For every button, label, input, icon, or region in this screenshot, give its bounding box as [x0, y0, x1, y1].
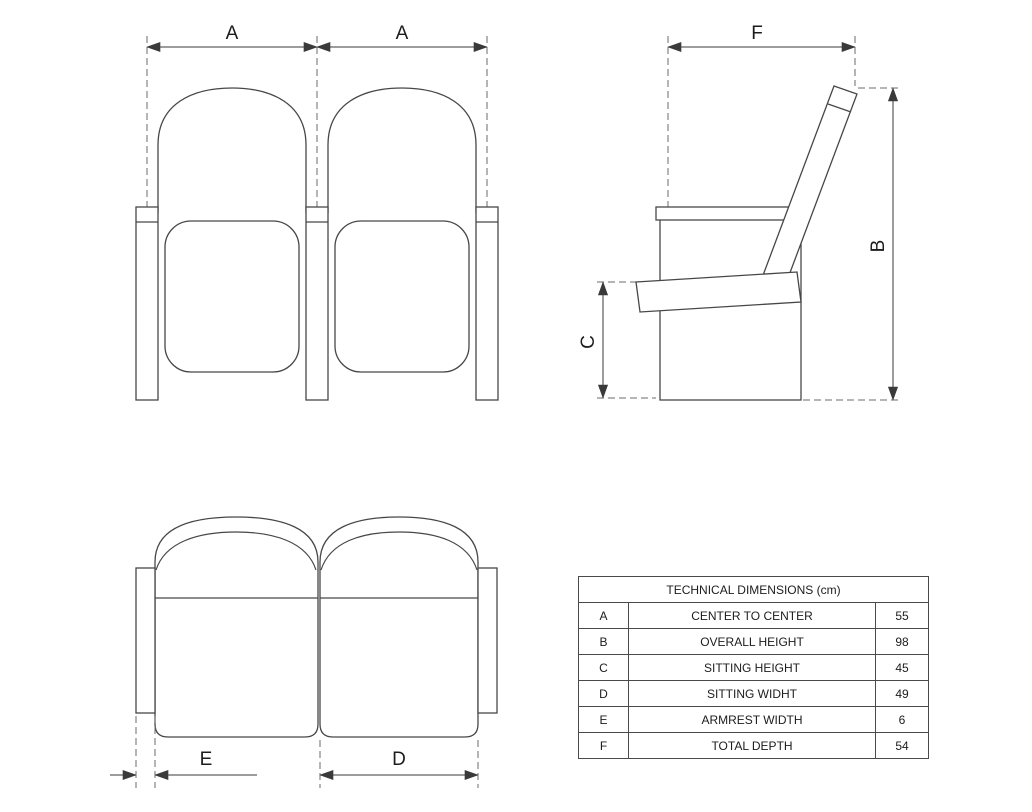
- armrest-rear-left: [135, 567, 156, 714]
- dim-value: 45: [874, 654, 930, 681]
- dimension-label-b: B: [868, 240, 889, 253]
- dim-value: 6: [874, 706, 930, 733]
- backrest-side: [758, 85, 858, 295]
- side-view-drawing: F B C: [578, 23, 901, 401]
- rear-view-drawing: E D: [110, 516, 498, 788]
- dim-letter: D: [578, 680, 629, 707]
- dim-description: SITTING HEIGHT: [628, 654, 876, 681]
- backrest-outline-right: [327, 87, 477, 213]
- armrest-standard: [305, 206, 329, 401]
- dim-letter: B: [578, 628, 629, 655]
- dimension-label-d: D: [392, 749, 406, 770]
- front-view-drawing: A A: [135, 23, 499, 401]
- seat-back-shell-right: [319, 516, 479, 738]
- armrest-rear-right: [477, 567, 498, 714]
- table-row: E ARMREST WIDTH 6: [578, 706, 930, 733]
- table-header-row: TECHNICAL DIMENSIONS (cm): [577, 576, 930, 603]
- seat-cushion-side: [635, 271, 802, 313]
- dim-description: TOTAL DEPTH: [628, 732, 876, 759]
- dim-description: OVERALL HEIGHT: [628, 628, 876, 655]
- dimension-label-a-right: A: [396, 23, 409, 44]
- dim-value: 49: [874, 680, 930, 707]
- table-row: A CENTER TO CENTER 55: [578, 602, 930, 629]
- dim-description: ARMREST WIDTH: [628, 706, 876, 733]
- dim-value: 55: [874, 602, 930, 629]
- dim-description: CENTER TO CENTER: [628, 602, 876, 629]
- dimensions-table: TECHNICAL DIMENSIONS (cm) A CENTER TO CE…: [577, 576, 930, 759]
- dimension-label-a-left: A: [226, 23, 239, 44]
- dim-letter: F: [578, 732, 629, 759]
- back-shell-inner-arch-right: [320, 531, 478, 571]
- backrest-outline-left: [157, 87, 307, 213]
- dim-letter: C: [578, 654, 629, 681]
- dim-letter: A: [578, 602, 629, 629]
- table-row: C SITTING HEIGHT 45: [578, 654, 930, 681]
- dim-letter: E: [578, 706, 629, 733]
- table-row: F TOTAL DEPTH 54: [578, 732, 930, 759]
- seat-cushion-left: [164, 220, 300, 373]
- back-shell-inner-arch-left: [155, 531, 317, 571]
- dimension-label-c: C: [578, 335, 599, 349]
- table-row: B OVERALL HEIGHT 98: [578, 628, 930, 655]
- armrest-cap-side: [655, 206, 805, 221]
- dim-value: 54: [874, 732, 930, 759]
- dimension-label-e: E: [200, 749, 213, 770]
- seat-cushion-right: [334, 220, 470, 373]
- backrest-top-edge-line: [827, 103, 852, 113]
- table-title: TECHNICAL DIMENSIONS (cm): [577, 576, 930, 603]
- dimension-label-f: F: [751, 23, 763, 44]
- dim-description: SITTING WIDHT: [628, 680, 876, 707]
- table-row: D SITTING WIDHT 49: [578, 680, 930, 707]
- armrest-standard: [135, 206, 159, 401]
- armrest-standard: [475, 206, 499, 401]
- dim-value: 98: [874, 628, 930, 655]
- seat-back-shell-left: [154, 516, 319, 738]
